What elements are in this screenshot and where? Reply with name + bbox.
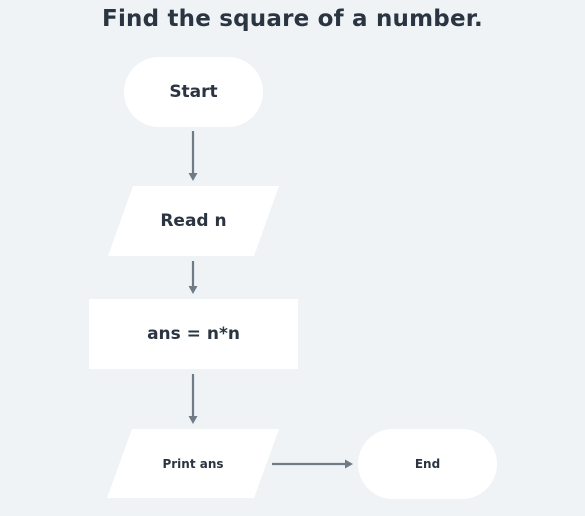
process-label: ans = n*n bbox=[147, 324, 240, 344]
read-input-shape bbox=[108, 186, 279, 256]
edge-read-to-process bbox=[188, 261, 198, 294]
start-label: Start bbox=[169, 82, 217, 102]
print-label: Print ans bbox=[162, 457, 223, 471]
end-node: End bbox=[358, 429, 497, 499]
start-node: Start bbox=[124, 57, 263, 127]
edge-print-to-end bbox=[272, 459, 353, 469]
arrow-down-icon bbox=[188, 173, 198, 181]
arrow-down-icon bbox=[188, 416, 198, 424]
read-node: Read n bbox=[108, 186, 279, 256]
end-label: End bbox=[415, 457, 440, 471]
process-shape bbox=[89, 299, 298, 369]
edge-process-to-print bbox=[188, 374, 198, 424]
edge-start-to-read bbox=[188, 131, 198, 181]
end-terminal-shape bbox=[358, 429, 497, 499]
arrow-down-icon bbox=[188, 286, 198, 294]
print-node: Print ans bbox=[107, 429, 279, 498]
process-node: ans = n*n bbox=[89, 299, 298, 369]
diagram-title: Find the square of a number. bbox=[102, 6, 483, 32]
start-terminal-shape bbox=[124, 57, 263, 127]
print-output-shape bbox=[107, 429, 279, 498]
arrow-right-icon bbox=[345, 459, 353, 469]
read-label: Read n bbox=[160, 211, 226, 231]
